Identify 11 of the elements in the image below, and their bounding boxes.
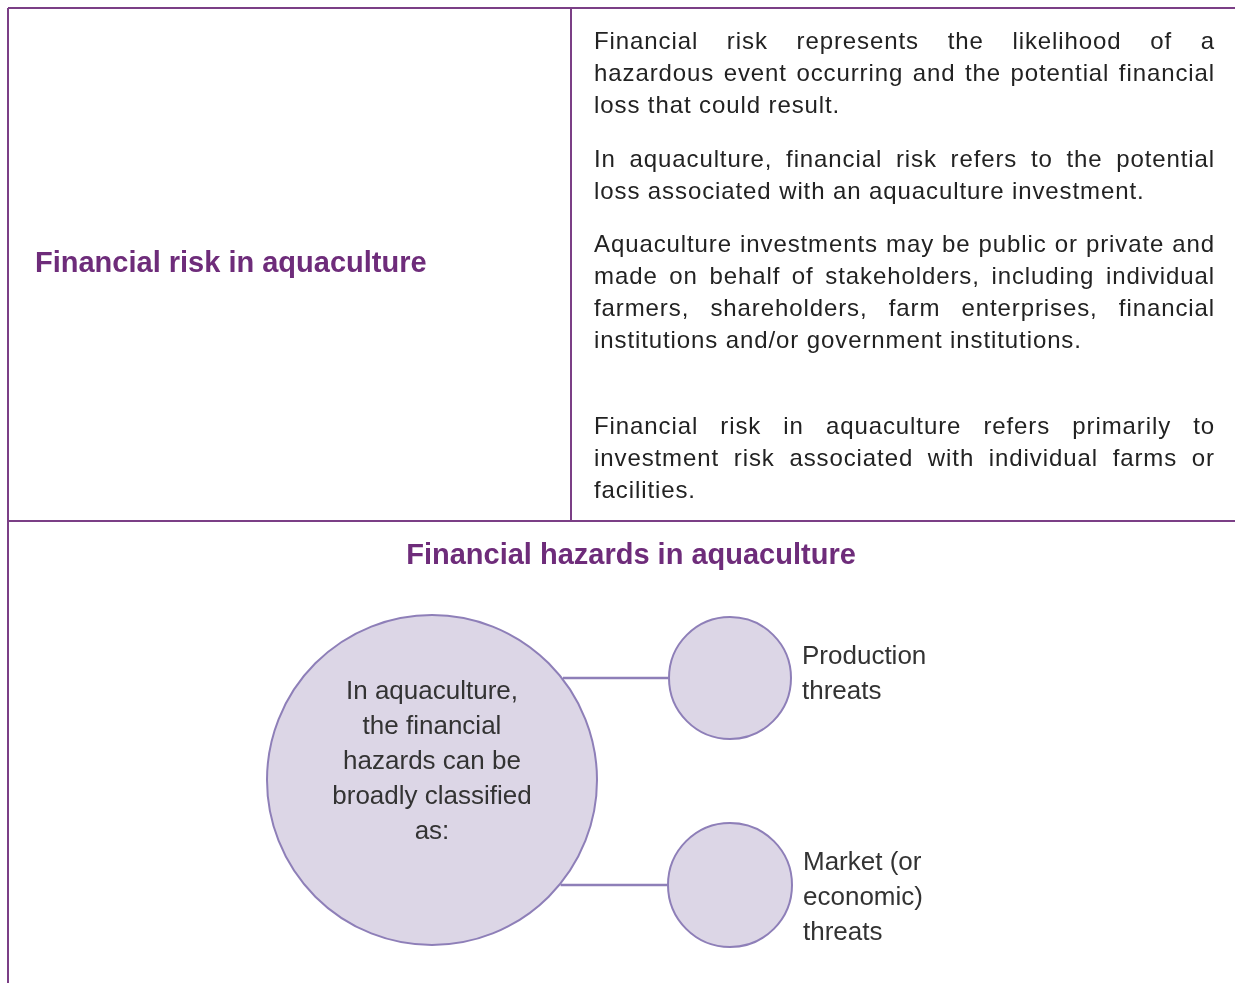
circle-caption: Market (or economic) threats <box>803 845 924 948</box>
row-heading: Financial risk in aquaculture <box>35 246 427 279</box>
connector-line <box>560 883 667 887</box>
paragraph: Financial risk in aquaculture refers primarily to investment risk associated with individual farms or facilities. <box>594 411 1215 505</box>
section-heading: Financial hazards in aquaculture <box>405 538 857 571</box>
connector-line <box>562 676 668 680</box>
hazard-circle: In aquaculture, the financial hazards can be broadly classified as: <box>266 614 598 946</box>
paragraph: In aquaculture, financial risk refers to the potential loss associated with an aquaculture investment. <box>594 144 1215 206</box>
paragraph: Financial risk represents the likelihood of a hazardous event occurring and the potential financial loss that could result. <box>594 26 1215 120</box>
circle-caption: Production threats <box>802 639 928 707</box>
paragraph: Aquaculture investments may be public or private and made on behalf of stakeholders, including individual farmers, shareholders, farm enterprises, financial institutions and/or government institutions. <box>594 229 1215 355</box>
